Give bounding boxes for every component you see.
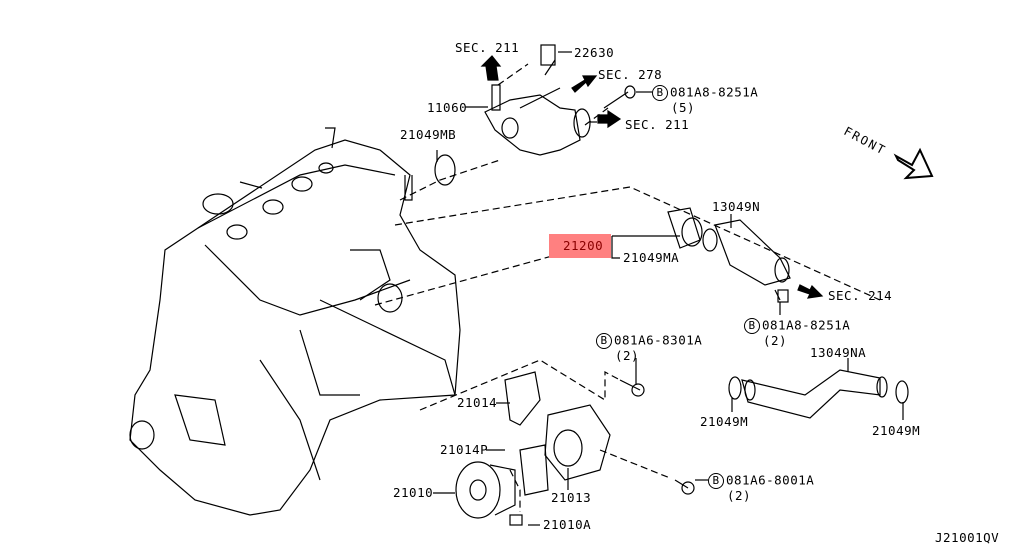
bolts <box>603 85 695 495</box>
part-label-21014P[interactable]: 21014P <box>440 442 489 457</box>
part-label-21049M-right[interactable]: 21049M <box>872 423 921 438</box>
engine-block-drawing <box>129 127 461 516</box>
part-label-21049MA[interactable]: 21049MA <box>623 250 680 265</box>
arrow-sec211-top <box>480 55 502 81</box>
front-arrow <box>893 147 934 180</box>
section-arrows <box>480 55 934 299</box>
thermostat-drawing <box>667 207 791 303</box>
leader-lines <box>433 51 904 526</box>
section-ref-sec278[interactable]: SEC. 278 <box>598 67 663 82</box>
bracket-21014 <box>504 371 541 426</box>
part-label-21049M-left[interactable]: 21049M <box>700 414 749 429</box>
bolt-quantity: (2) <box>763 333 788 348</box>
bolt-symbol-icon: B <box>596 333 612 349</box>
water-outlet-drawing <box>434 44 591 186</box>
bolt-quantity: (5) <box>671 100 696 115</box>
water-pump-drawing <box>455 371 611 526</box>
bolt-quantity: (2) <box>727 488 752 503</box>
section-ref-sec211-right[interactable]: SEC. 211 <box>625 117 690 132</box>
figure-code: J21001QV <box>935 530 1000 545</box>
bolt-symbol-icon: B <box>744 318 760 334</box>
bolt-symbol-icon: B <box>708 473 724 489</box>
part-label-13049NA[interactable]: 13049NA <box>810 345 867 360</box>
bolt-symbol-icon: B <box>652 85 668 101</box>
part-label-21010[interactable]: 21010 <box>393 485 434 500</box>
arrow-sec278 <box>571 75 598 93</box>
part-label-21010A[interactable]: 21010A <box>543 517 592 532</box>
bolt-part-number: 081A6-8001A <box>726 472 815 488</box>
section-ref-sec211-top[interactable]: SEC. 211 <box>455 40 520 55</box>
part-label-21013[interactable]: 21013 <box>551 490 592 505</box>
section-ref-sec214[interactable]: SEC. 214 <box>828 288 893 303</box>
bolt-quantity: (2) <box>615 348 640 363</box>
arrow-sec214 <box>797 284 824 299</box>
bolt-part-number: 081A8-8251A <box>762 317 851 333</box>
bolt-part-number: 081A6-8301A <box>614 332 703 348</box>
part-label-21200-highlighted[interactable]: 21200 <box>549 234 612 258</box>
part-label-21049MB[interactable]: 21049MB <box>400 127 457 142</box>
part-label-21014[interactable]: 21014 <box>457 395 498 410</box>
gasket-21014P <box>519 444 549 496</box>
part-label-11060[interactable]: 11060 <box>427 100 468 115</box>
water-hose-drawing <box>728 369 909 419</box>
part-label-13049N[interactable]: 13049N <box>712 199 761 214</box>
bolt-part-number: 081A8-8251A <box>670 84 759 100</box>
gasket-21049MB <box>434 154 456 186</box>
part-label-22630[interactable]: 22630 <box>574 45 615 60</box>
arrow-sec211-right <box>597 109 622 129</box>
